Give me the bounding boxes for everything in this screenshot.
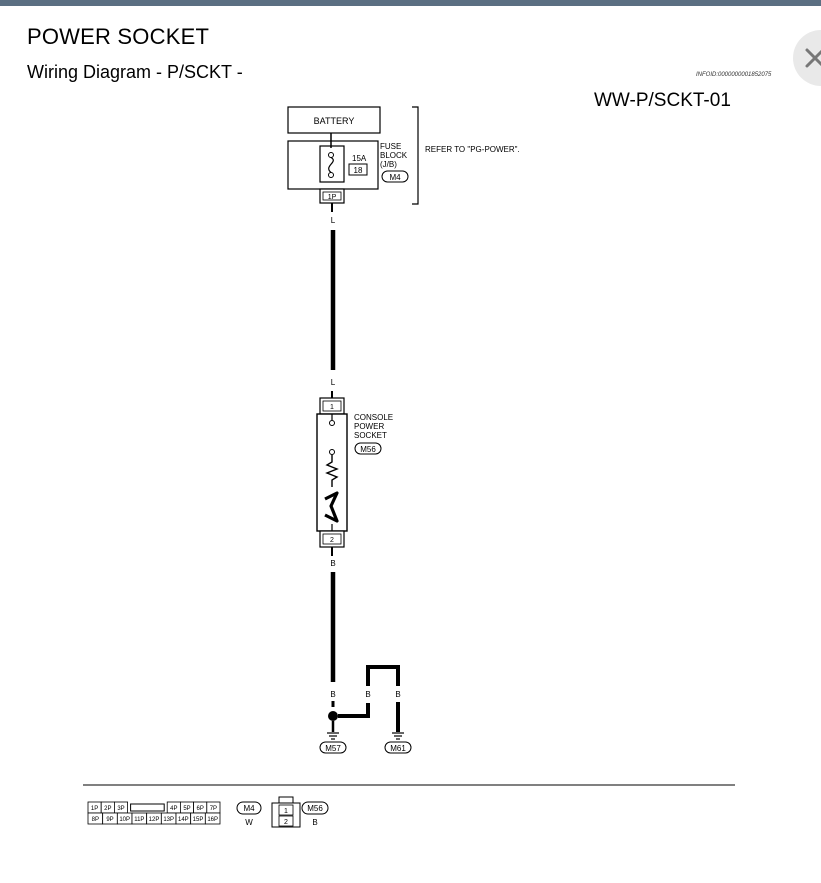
m4-pin: 7P (210, 806, 217, 812)
ground-wire-mid-color: B (365, 690, 370, 699)
ground-symbol-left (327, 732, 339, 740)
m4-pin: 15P (193, 817, 204, 823)
fuse-element-frame (319, 145, 345, 183)
socket-pin-top: 1 (330, 404, 334, 411)
m56-pin-cell-1 (278, 804, 294, 816)
ground-wire-left-color: B (330, 690, 335, 699)
m56-pin-cell-2 (278, 815, 294, 827)
page-subtitle: Wiring Diagram - P/SCKT - (27, 62, 243, 82)
m4-latch (130, 803, 165, 812)
m4-connector-badge (236, 801, 262, 815)
ground-wire-loop (366, 665, 400, 686)
fuse-block-pin: 1P (328, 194, 337, 201)
socket-label-3: SOCKET (354, 431, 387, 440)
ground-left-badge (319, 741, 347, 754)
socket-pin-top-inner (322, 400, 342, 412)
socket-contact-icon (324, 491, 339, 523)
m4-pin: 16P (207, 817, 218, 823)
ground-right-badge (384, 741, 412, 754)
m56-pin-2: 2 (284, 819, 288, 826)
top-bar (0, 0, 821, 6)
m56-color: B (312, 818, 317, 827)
m4-pin: 9P (106, 817, 113, 823)
ground-symbol-right (392, 732, 404, 740)
m4-pin: 13P (163, 817, 174, 823)
wire-upper-color: L (331, 216, 336, 225)
ground-wire-mid (338, 703, 370, 718)
m4-pin: 5P (183, 806, 190, 812)
socket-label-1: CONSOLE (354, 413, 393, 422)
m4-pin: 11P (134, 817, 144, 823)
socket-label-2: POWER (354, 422, 384, 431)
fuse-block-label-3: (J/B) (380, 160, 397, 169)
fuse-block-label-2: BLOCK (380, 151, 408, 160)
ground-wire-right-color: B (395, 690, 400, 699)
m4-pin: 6P (197, 806, 204, 812)
fuse-rating: 15A (352, 154, 367, 163)
m56-latch (278, 796, 294, 804)
close-icon (805, 48, 821, 68)
refer-note: REFER TO "PG-POWER". (425, 145, 520, 154)
info-id: INFOID:0000000001852075 (696, 72, 772, 78)
socket-connector-badge (354, 442, 382, 455)
socket-terminal-2 (329, 449, 335, 455)
m4-connector: M4 (243, 804, 255, 813)
socket-pin-bottom: 2 (330, 537, 334, 544)
battery-box (287, 106, 381, 134)
fuse-number-box (348, 163, 368, 176)
m56-connector: M56 (307, 804, 323, 813)
fuse-block-connector-badge (381, 170, 409, 183)
fuse-pin-inner (322, 191, 342, 201)
battery-label: BATTERY (314, 116, 355, 126)
page-title: POWER SOCKET (27, 24, 210, 49)
wire-lower-color: B (330, 559, 335, 568)
ground-right: M61 (390, 744, 406, 753)
socket-terminal-1 (329, 420, 335, 426)
socket-pin-bottom-inner (322, 533, 342, 545)
fuse-terminal-top (328, 152, 334, 158)
m4-pin: 12P (149, 817, 160, 823)
ground-left: M57 (325, 744, 341, 753)
fuse-block-connector: M4 (389, 173, 401, 182)
fuse-icon (328, 156, 334, 173)
socket-resistor-icon (325, 455, 339, 487)
socket-body (316, 413, 348, 532)
m4-pin: 10P (119, 817, 130, 823)
fuse-terminal-bottom (328, 172, 334, 178)
m4-pin-cell (204, 812, 221, 825)
m4-pin: 1P (91, 806, 98, 812)
m4-pin: 8P (92, 817, 99, 823)
m4-pin: 2P (104, 806, 111, 812)
diagram-id: WW-P/SCKT-01 (594, 90, 731, 111)
m56-pin-1: 1 (284, 808, 288, 815)
m4-pin: 14P (178, 817, 189, 823)
fuse-block-label-1: FUSE (380, 142, 401, 151)
refer-bracket (412, 106, 419, 205)
m4-color: W (245, 818, 253, 827)
m4-pin: 4P (170, 806, 177, 812)
socket-connector: M56 (360, 445, 376, 454)
wire-upper-color-lower: L (331, 378, 336, 387)
splice-junction (328, 711, 338, 721)
fuse-number: 18 (354, 166, 363, 175)
m4-pin: 3P (117, 806, 124, 812)
m56-connector-badge (301, 801, 329, 815)
